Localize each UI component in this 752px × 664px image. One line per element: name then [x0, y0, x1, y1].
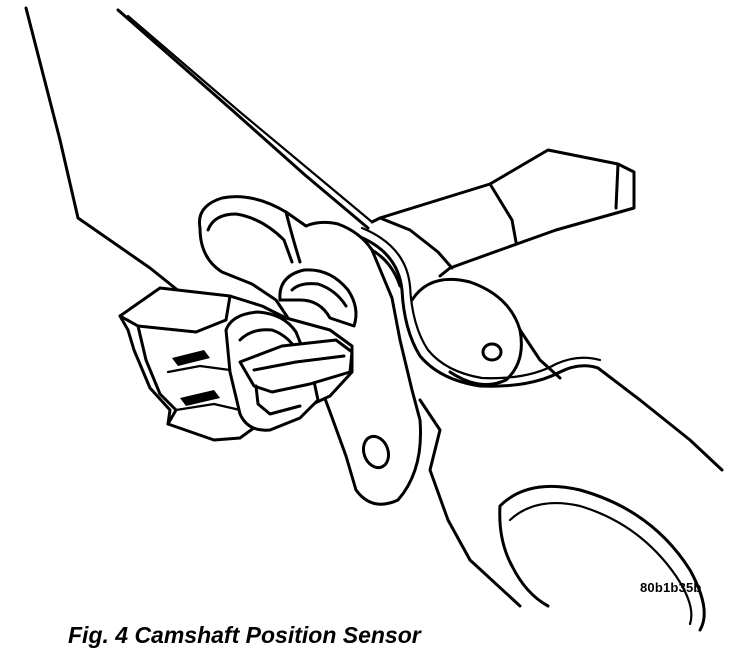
wire-harness	[356, 226, 602, 388]
drawing-id: 80b1b35b	[640, 580, 702, 595]
mounting-flange	[410, 277, 562, 386]
electrical-connector	[118, 286, 354, 442]
engine-housing-outline	[24, 6, 374, 302]
figure-caption: Fig. 4 Camshaft Position Sensor	[68, 622, 421, 648]
engine-block-lower	[418, 366, 724, 632]
sensor-body-rear	[370, 148, 636, 278]
